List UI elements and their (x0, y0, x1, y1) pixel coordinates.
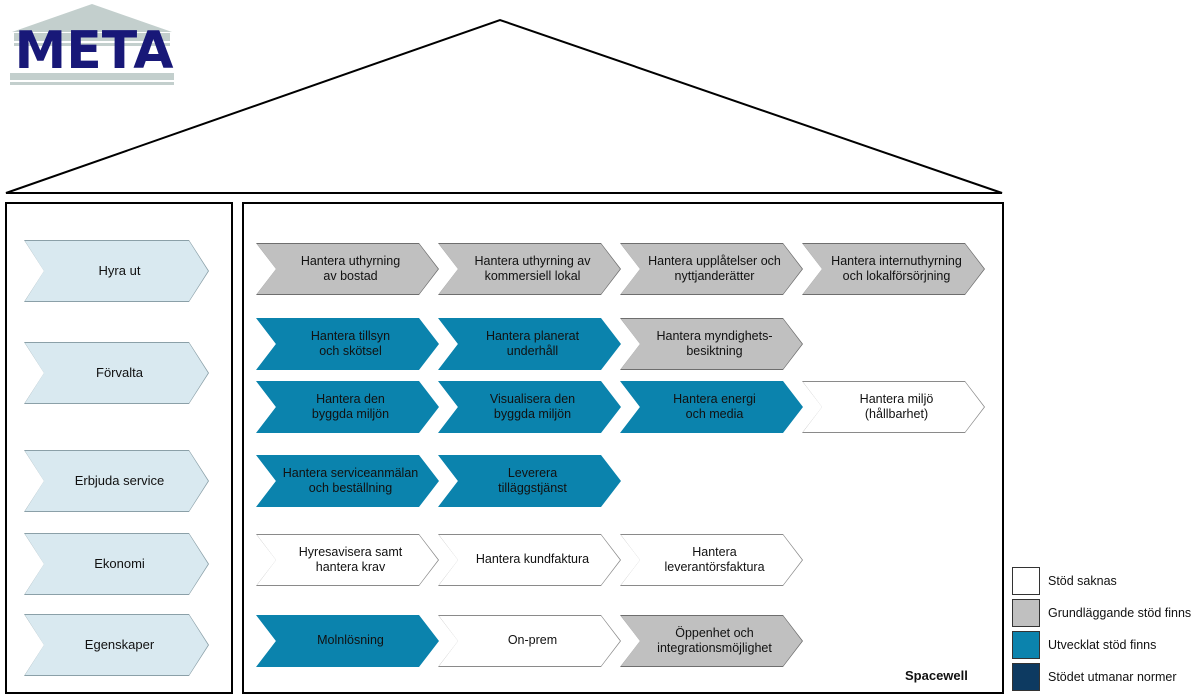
chevron-face: Ekonomi (25, 534, 208, 594)
legend-label: Stöd saknas (1048, 574, 1117, 588)
chevron-face: Hantera tillsyn och skötsel (257, 319, 438, 369)
capability-label: Egenskaper (84, 637, 155, 653)
chevron-face: Hantera myndighets- besiktning (621, 319, 802, 369)
chevron-face: Hantera den byggda miljön (257, 382, 438, 432)
chevron-face: Erbjuda service (25, 451, 208, 511)
capability-label: Hyra ut (98, 263, 141, 279)
legend-swatch (1012, 567, 1040, 595)
process-chevron[interactable]: Hantera upplåtelser och nyttjanderätter (620, 243, 803, 295)
chevron-face: Öppenhet och integrationsmöjlighet (621, 616, 802, 666)
process-chevron[interactable]: Hantera miljö (hållbarhet) (802, 381, 985, 433)
legend-swatch (1012, 599, 1040, 627)
process-chevron[interactable]: Hantera kundfaktura (438, 534, 621, 586)
process-chevron[interactable]: Hantera uthyrning av kommersiell lokal (438, 243, 621, 295)
capability-chevron[interactable]: Erbjuda service (24, 450, 209, 512)
process-label: Hantera planerat underhåll (485, 328, 580, 358)
chevron-face: On-prem (439, 616, 620, 666)
process-label: Hantera myndighets- besiktning (656, 328, 773, 358)
process-label: Hantera upplåtelser och nyttjanderätter (648, 253, 781, 283)
process-label: On-prem (507, 633, 558, 648)
process-label: Hantera kundfaktura (475, 552, 590, 567)
process-chevron[interactable]: Hantera internuthyrning och lokalförsörj… (802, 243, 985, 295)
process-label: Hantera tillsyn och skötsel (310, 328, 391, 358)
process-label: Hantera leverantörsfaktura (664, 544, 765, 574)
process-chevron[interactable]: Hantera leverantörsfaktura (620, 534, 803, 586)
capability-chevron[interactable]: Ekonomi (24, 533, 209, 595)
process-label: Hyresavisera samt hantera krav (298, 544, 403, 574)
chevron-face: Hantera serviceanmälan och beställning (257, 456, 438, 506)
process-chevron[interactable]: Öppenhet och integrationsmöjlighet (620, 615, 803, 667)
logo-bar-bottom (10, 73, 174, 80)
legend-label: Utvecklat stöd finns (1048, 638, 1157, 652)
process-chevron[interactable]: Hantera uthyrning av bostad (256, 243, 439, 295)
legend-label: Grundläggande stöd finns (1048, 606, 1192, 620)
chevron-face: Leverera tilläggstjänst (439, 456, 620, 506)
house-roof-shape (5, 18, 1003, 194)
process-label: Öppenhet och integrationsmöjlighet (657, 625, 772, 655)
process-chevron[interactable]: Hantera myndighets- besiktning (620, 318, 803, 370)
process-chevron[interactable]: Hantera planerat underhåll (438, 318, 621, 370)
chevron-face: Hantera internuthyrning och lokalförsörj… (803, 244, 984, 294)
legend-item: Grundläggande stöd finns (1012, 598, 1191, 628)
process-chevron[interactable]: Leverera tilläggstjänst (438, 455, 621, 507)
process-label: Visualisera den byggda miljön (489, 391, 576, 421)
process-chevron[interactable]: Hantera den byggda miljön (256, 381, 439, 433)
legend-swatch (1012, 631, 1040, 659)
process-label: Hantera uthyrning av bostad (300, 253, 401, 283)
legend-label: Stödet utmanar normer (1048, 670, 1177, 684)
process-chevron[interactable]: Hyresavisera samt hantera krav (256, 534, 439, 586)
capability-chevron[interactable]: Förvalta (24, 342, 209, 404)
process-chevron[interactable]: Hantera energi och media (620, 381, 803, 433)
logo-bar-top-thin (14, 43, 170, 46)
process-chevron[interactable]: Hantera tillsyn och skötsel (256, 318, 439, 370)
logo-bar-bottom-thin (10, 82, 174, 85)
legend-item: Stödet utmanar normer (1012, 662, 1177, 692)
logo-bar-top (14, 33, 170, 41)
process-label: Hantera energi och media (673, 391, 756, 421)
process-label: Leverera tilläggstjänst (498, 465, 567, 495)
process-label: Hantera miljö (hållbarhet) (859, 391, 934, 421)
chevron-face: Egenskaper (25, 615, 208, 675)
chevron-face: Molnlösning (257, 616, 438, 666)
chevron-face: Hantera leverantörsfaktura (621, 535, 802, 585)
chevron-face: Hantera upplåtelser och nyttjanderätter (621, 244, 802, 294)
process-label: Hantera internuthyrning och lokalförsörj… (831, 253, 962, 283)
chevron-face: Hantera planerat underhåll (439, 319, 620, 369)
logo-roof-icon (12, 4, 172, 32)
process-label: Hantera serviceanmälan och beställning (282, 465, 419, 495)
capability-label: Förvalta (96, 365, 143, 381)
chevron-face: Hantera miljö (hållbarhet) (803, 382, 984, 432)
capability-chevron[interactable]: Egenskaper (24, 614, 209, 676)
chevron-face: Hantera uthyrning av kommersiell lokal (439, 244, 620, 294)
chevron-face: Förvalta (25, 343, 208, 403)
process-chevron[interactable]: Molnlösning (256, 615, 439, 667)
legend-swatch (1012, 663, 1040, 691)
process-chevron[interactable]: On-prem (438, 615, 621, 667)
logo-wordmark: META (14, 21, 174, 81)
process-label: Hantera uthyrning av kommersiell lokal (474, 253, 591, 283)
legend-item: Utvecklat stöd finns (1012, 630, 1156, 660)
vendor-label: Spacewell (905, 668, 968, 683)
process-label: Molnlösning (317, 633, 384, 648)
process-label: Hantera den byggda miljön (311, 391, 390, 421)
chevron-face: Hantera energi och media (621, 382, 802, 432)
capability-chevron[interactable]: Hyra ut (24, 240, 209, 302)
capability-label: Erbjuda service (74, 473, 165, 489)
capability-label: Ekonomi (94, 556, 145, 572)
meta-logo: META (6, 4, 178, 88)
chevron-face: Hyra ut (25, 241, 208, 301)
legend-item: Stöd saknas (1012, 566, 1117, 596)
chevron-face: Hyresavisera samt hantera krav (257, 535, 438, 585)
process-chevron[interactable]: Hantera serviceanmälan och beställning (256, 455, 439, 507)
chevron-face: Hantera kundfaktura (439, 535, 620, 585)
chevron-face: Visualisera den byggda miljön (439, 382, 620, 432)
process-chevron[interactable]: Visualisera den byggda miljön (438, 381, 621, 433)
chevron-face: Hantera uthyrning av bostad (257, 244, 438, 294)
